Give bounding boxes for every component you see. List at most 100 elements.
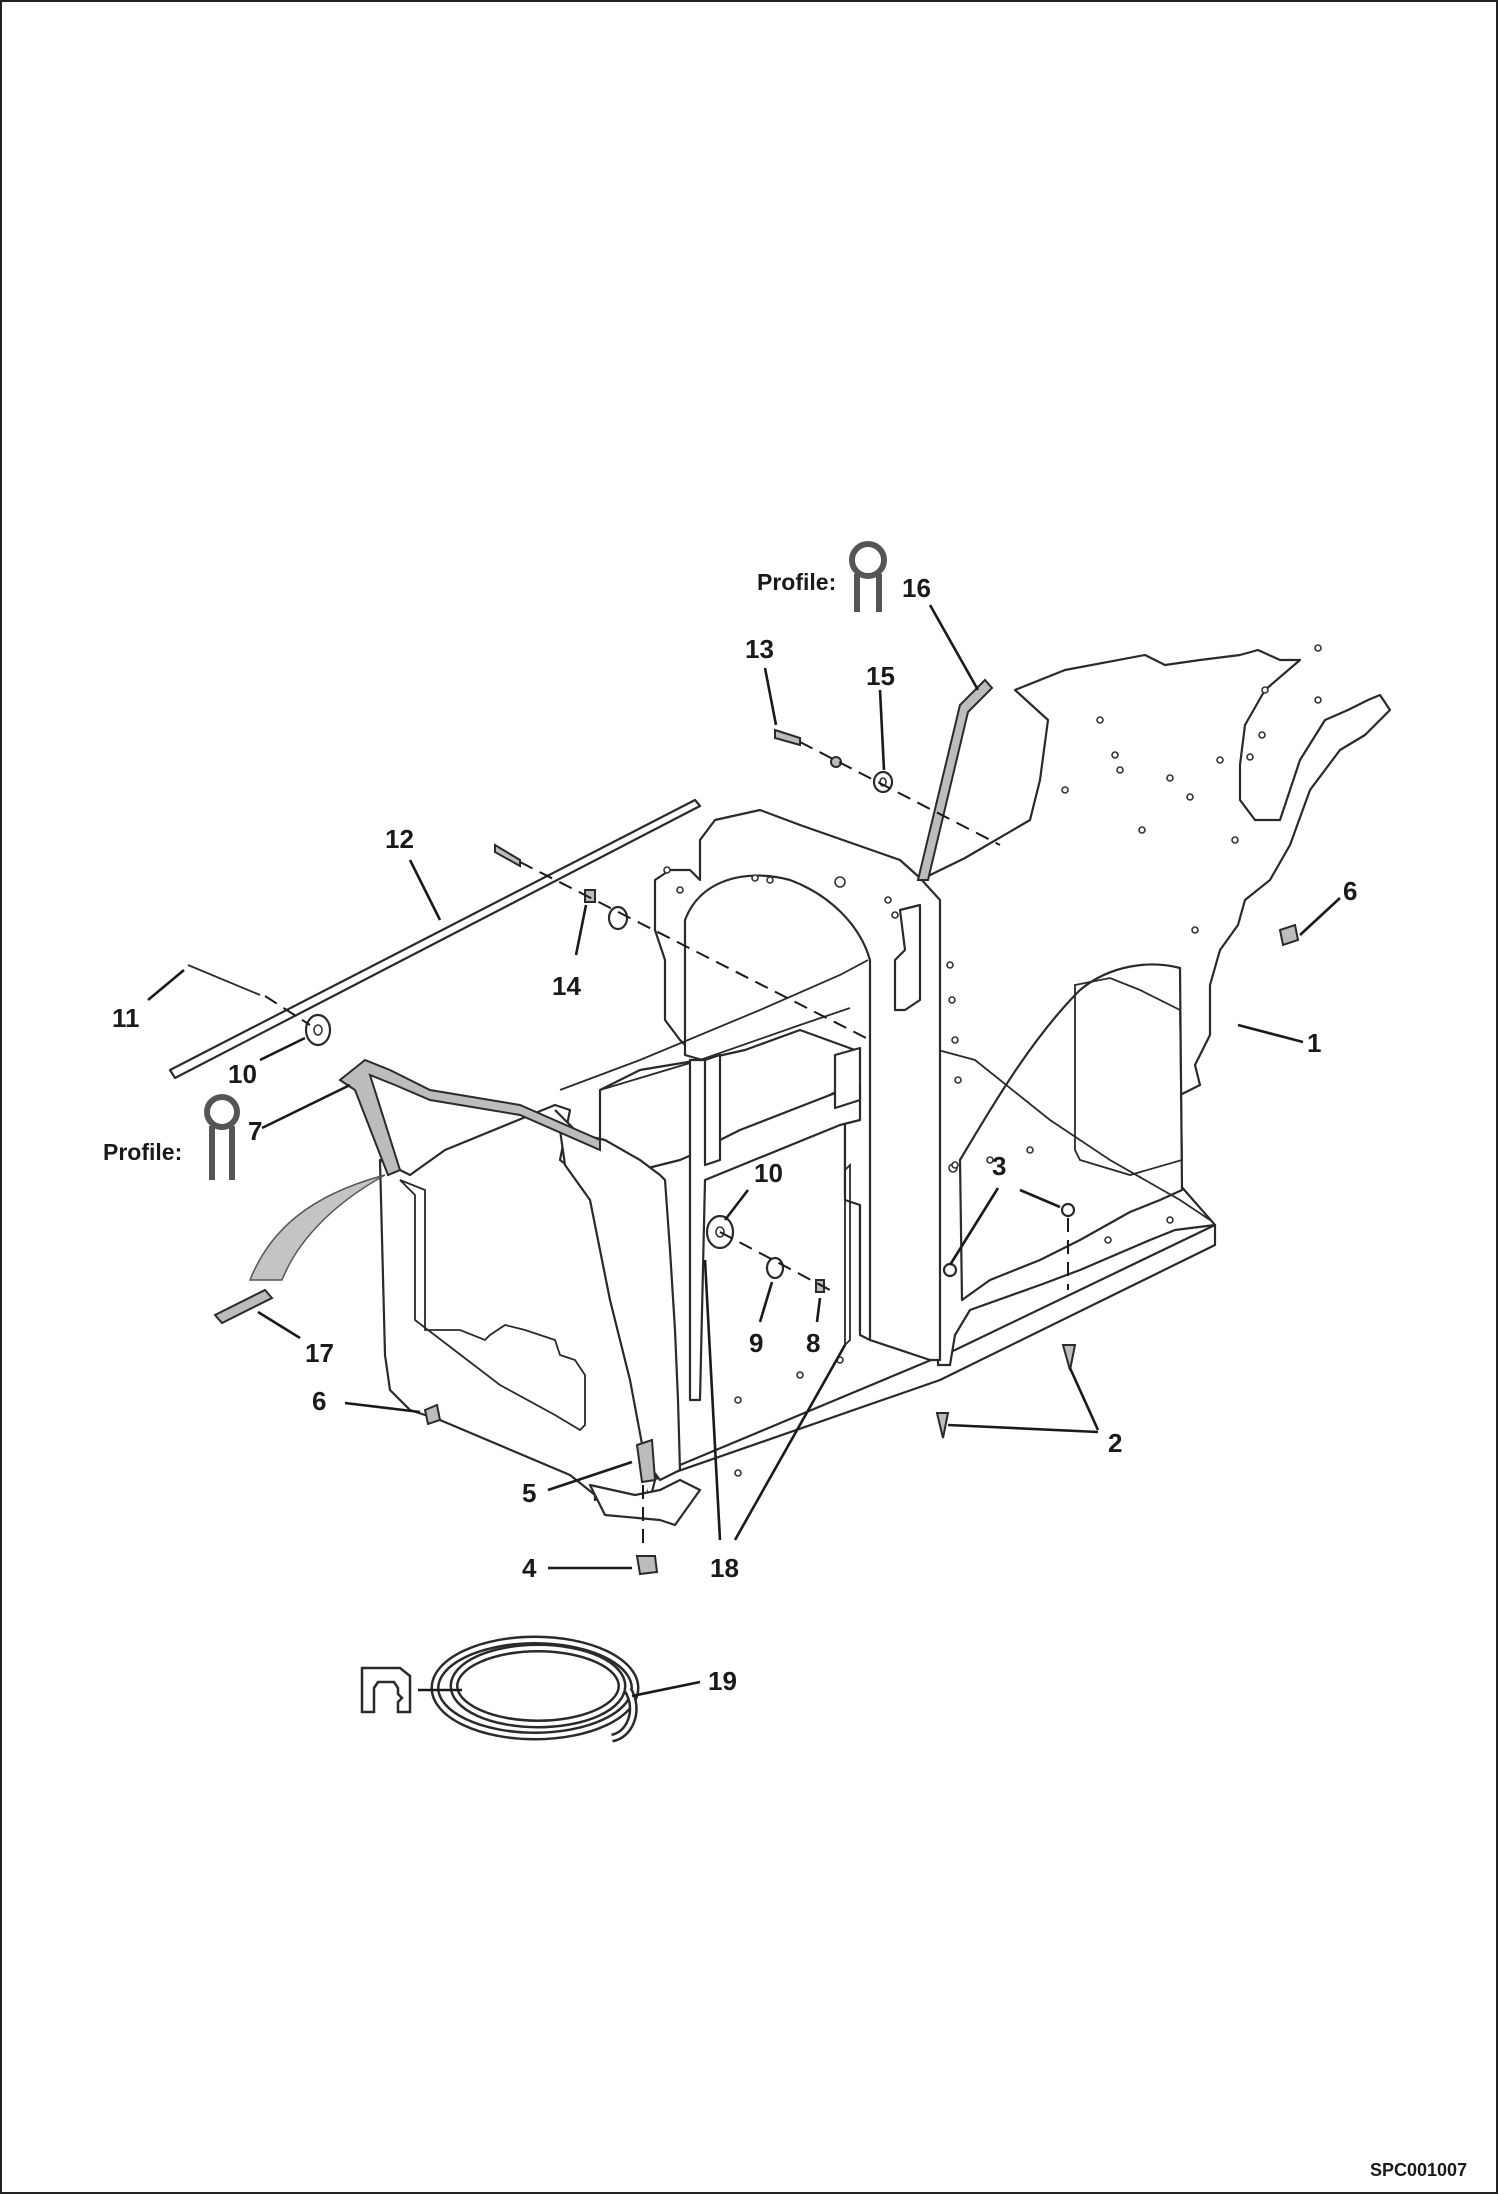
- callout-10-right: 10: [754, 1158, 783, 1188]
- leader-15: [878, 689, 886, 771]
- edge-trim-7: [338, 1058, 601, 1177]
- callout-8: 8: [806, 1328, 820, 1358]
- profile-legs: [854, 574, 882, 612]
- hole: [1138, 826, 1146, 834]
- left-inner-window: [399, 1179, 586, 1432]
- hole: [1186, 793, 1194, 801]
- callout-10-left: 10: [228, 1059, 257, 1089]
- coil-tail-inner: [611, 1688, 636, 1740]
- hole: [1314, 696, 1322, 704]
- leader-19b: [631, 1680, 701, 1698]
- hole: [766, 876, 774, 884]
- rod-12: [168, 798, 702, 1080]
- reference-code: SPC001007: [1370, 2160, 1467, 2180]
- hole: [1116, 766, 1124, 774]
- callout-6-right: 6: [1343, 876, 1357, 906]
- leader-18a: [703, 1259, 722, 1541]
- assembly-line: [799, 741, 1001, 846]
- hole: [796, 1371, 804, 1379]
- profile-label-16: Profile:: [757, 569, 836, 595]
- profile-legs: [209, 1126, 235, 1180]
- latch-5: [635, 1438, 657, 1484]
- callout-16: 16: [902, 573, 931, 603]
- callout-5: 5: [522, 1478, 536, 1508]
- pin-11: [187, 964, 261, 996]
- hole: [954, 1076, 962, 1084]
- right-inner-window: [1074, 977, 1183, 1176]
- callouts: 1 2 3 4 5 6 6 7 8 9 10 10 11 12 13 14 15…: [112, 573, 1357, 1696]
- hole: [1314, 644, 1322, 652]
- callout-6-left: 6: [312, 1386, 326, 1416]
- leader-17: [257, 1310, 301, 1340]
- hole: [1166, 774, 1174, 782]
- cap-6-left: [423, 1403, 442, 1426]
- hole: [948, 996, 956, 1004]
- top-bracket: [893, 903, 922, 1012]
- profile-icon-16: [849, 541, 887, 612]
- hole: [1061, 786, 1069, 794]
- hole: [891, 911, 899, 919]
- washer-9: [765, 1256, 785, 1280]
- hole: [834, 876, 846, 888]
- hole: [734, 1396, 742, 1404]
- crossmember-top: [559, 959, 869, 1091]
- leader-12: [408, 859, 442, 921]
- leader-18b: [733, 1344, 847, 1541]
- hole: [1191, 926, 1199, 934]
- callout-4: 4: [522, 1553, 537, 1583]
- arrow-17: [248, 1174, 386, 1281]
- right-side-wall: [937, 1049, 1211, 1221]
- hole: [946, 961, 954, 969]
- hole: [951, 1036, 959, 1044]
- profile-label-7: Profile:: [103, 1139, 182, 1165]
- hole: [663, 866, 671, 874]
- leader-lines: [147, 604, 1341, 1698]
- mounting-holes: [663, 644, 1322, 1477]
- bolt-14: [494, 843, 521, 868]
- hole: [1166, 1216, 1174, 1224]
- leader-6a: [1299, 897, 1341, 936]
- clip-2b: [935, 1412, 950, 1439]
- leader-11: [147, 969, 185, 1001]
- callout-2: 2: [1108, 1428, 1122, 1458]
- hole: [951, 1161, 959, 1169]
- callout-9: 9: [749, 1328, 763, 1358]
- cap-6-right: [1278, 923, 1300, 947]
- hole: [986, 1156, 994, 1164]
- grommet-3b: [1060, 1202, 1076, 1218]
- bar-17: [213, 1288, 274, 1325]
- hole: [751, 874, 759, 882]
- nut-4: [635, 1555, 659, 1576]
- coil-ring-inner: [433, 1638, 637, 1738]
- bolt-13: [774, 728, 801, 747]
- center-strip: [844, 1162, 851, 1348]
- profile-ring: [204, 1094, 240, 1130]
- callout-7: 7: [248, 1116, 262, 1146]
- grommet-3a: [942, 1262, 958, 1278]
- callout-13: 13: [745, 634, 774, 664]
- leader-10a: [259, 1036, 306, 1062]
- hole: [1231, 836, 1239, 844]
- clip-2a: [1061, 1344, 1077, 1371]
- hole: [884, 896, 892, 904]
- hole: [1026, 1146, 1034, 1154]
- leader-3a: [948, 1187, 1000, 1266]
- coil-ring-inner: [452, 1646, 624, 1726]
- callout-14: 14: [552, 971, 581, 1001]
- hole: [1111, 751, 1119, 759]
- leader-6b: [344, 1401, 421, 1414]
- leader-2a: [1068, 1367, 1100, 1431]
- leader-3b: [1019, 1188, 1061, 1209]
- center-bracket-plate: [833, 1046, 862, 1110]
- hole: [1096, 716, 1104, 724]
- leader-14: [574, 904, 588, 956]
- profile-icon-7: [204, 1094, 240, 1180]
- left-center-panel: [558, 1128, 682, 1482]
- center-arch: [683, 874, 872, 1342]
- callout-17: 17: [305, 1338, 334, 1368]
- hole: [1258, 731, 1266, 739]
- profile-ring: [849, 541, 887, 579]
- callout-3: 3: [992, 1151, 1006, 1181]
- callout-19: 19: [708, 1666, 737, 1696]
